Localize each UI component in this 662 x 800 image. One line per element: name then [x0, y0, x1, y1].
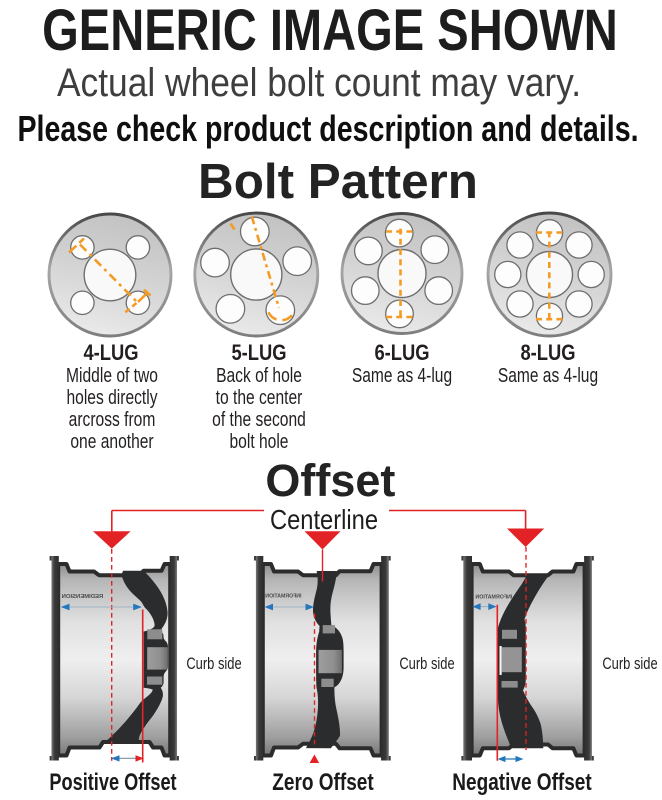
svg-text:INFORMATION: INFORMATION: [475, 595, 512, 601]
svg-text:INFORMATION: INFORMATION: [265, 594, 301, 600]
svg-text:REDIMENSION: REDIMENSION: [62, 594, 104, 600]
